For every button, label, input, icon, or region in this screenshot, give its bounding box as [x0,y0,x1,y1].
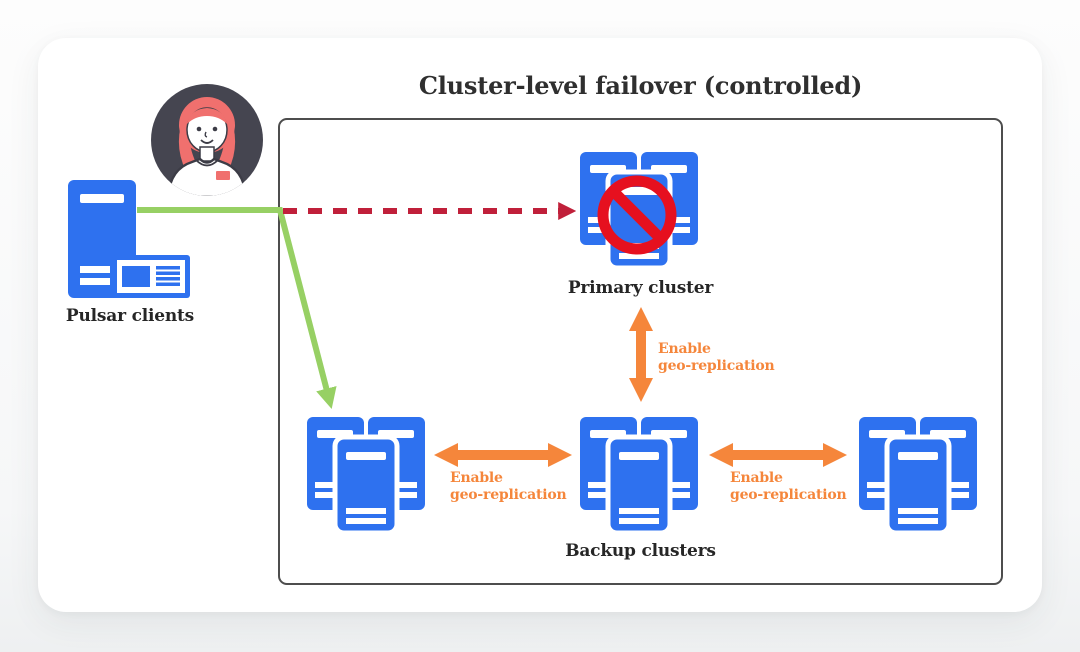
diagram-card: Cluster-level failover (controlled) [38,38,1042,612]
geo-replication-label-line2: geo-replication [658,358,775,374]
geo-replication-label-right: Enable geo-replication [730,470,847,504]
support-person-icon [151,84,263,196]
pulsar-clients-icon [68,180,190,298]
prohibition-icon [597,175,677,255]
geo-replication-label-vertical: Enable geo-replication [658,341,775,375]
geo-replication-label-left: Enable geo-replication [450,470,567,504]
backup-cluster-icon-middle [578,415,700,535]
geo-replication-label-line2: geo-replication [730,487,847,503]
geo-replication-label-line2: geo-replication [450,487,567,503]
geo-replication-label-line1: Enable [450,470,503,486]
monitor-icon [112,255,190,298]
geo-replication-label-line1: Enable [658,341,711,357]
backup-cluster-icon-right [857,415,979,535]
primary-cluster-label: Primary cluster [567,278,714,298]
backup-clusters-label: Backup clusters [565,541,716,561]
pulsar-clients-label: Pulsar clients [65,306,195,326]
backup-cluster-icon-left [305,415,427,535]
diagram-title: Cluster-level failover (controlled) [418,71,863,100]
geo-replication-label-line1: Enable [730,470,783,486]
